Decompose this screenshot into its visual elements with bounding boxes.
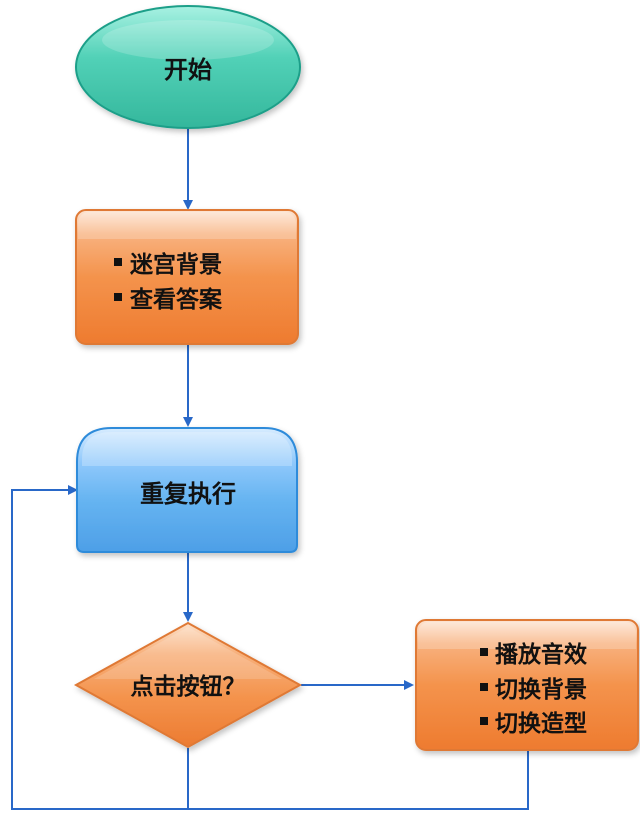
repeat-process: 重复执行 [76, 427, 298, 553]
setup-bullet-1 [114, 258, 122, 266]
actions-bullet-2 [480, 683, 488, 691]
start-terminal: 开始 [75, 5, 301, 129]
actions-bullet-3 [480, 717, 488, 725]
actions-return-path [188, 750, 529, 810]
decision-node: 点击按钮？ [73, 621, 303, 749]
decision-label: 点击按钮？ [131, 673, 246, 700]
setup-item-view-answer: 查看答案 [130, 286, 223, 313]
start-label: 开始 [164, 56, 212, 84]
actions-process: 播放音效 切换背景 切换造型 [415, 619, 639, 751]
setup-bullet-2 [114, 293, 122, 301]
actions-bullet-1 [480, 648, 488, 656]
setup-item-maze-background: 迷宫背景 [130, 251, 222, 278]
action-play-sound: 播放音效 [495, 641, 587, 668]
repeat-label: 重复执行 [140, 480, 236, 508]
action-switch-costume: 切换造型 [495, 710, 587, 737]
setup-process: 迷宫背景 查看答案 [75, 209, 299, 345]
loop-return-path [11, 485, 189, 810]
action-switch-background: 切换背景 [495, 676, 587, 703]
